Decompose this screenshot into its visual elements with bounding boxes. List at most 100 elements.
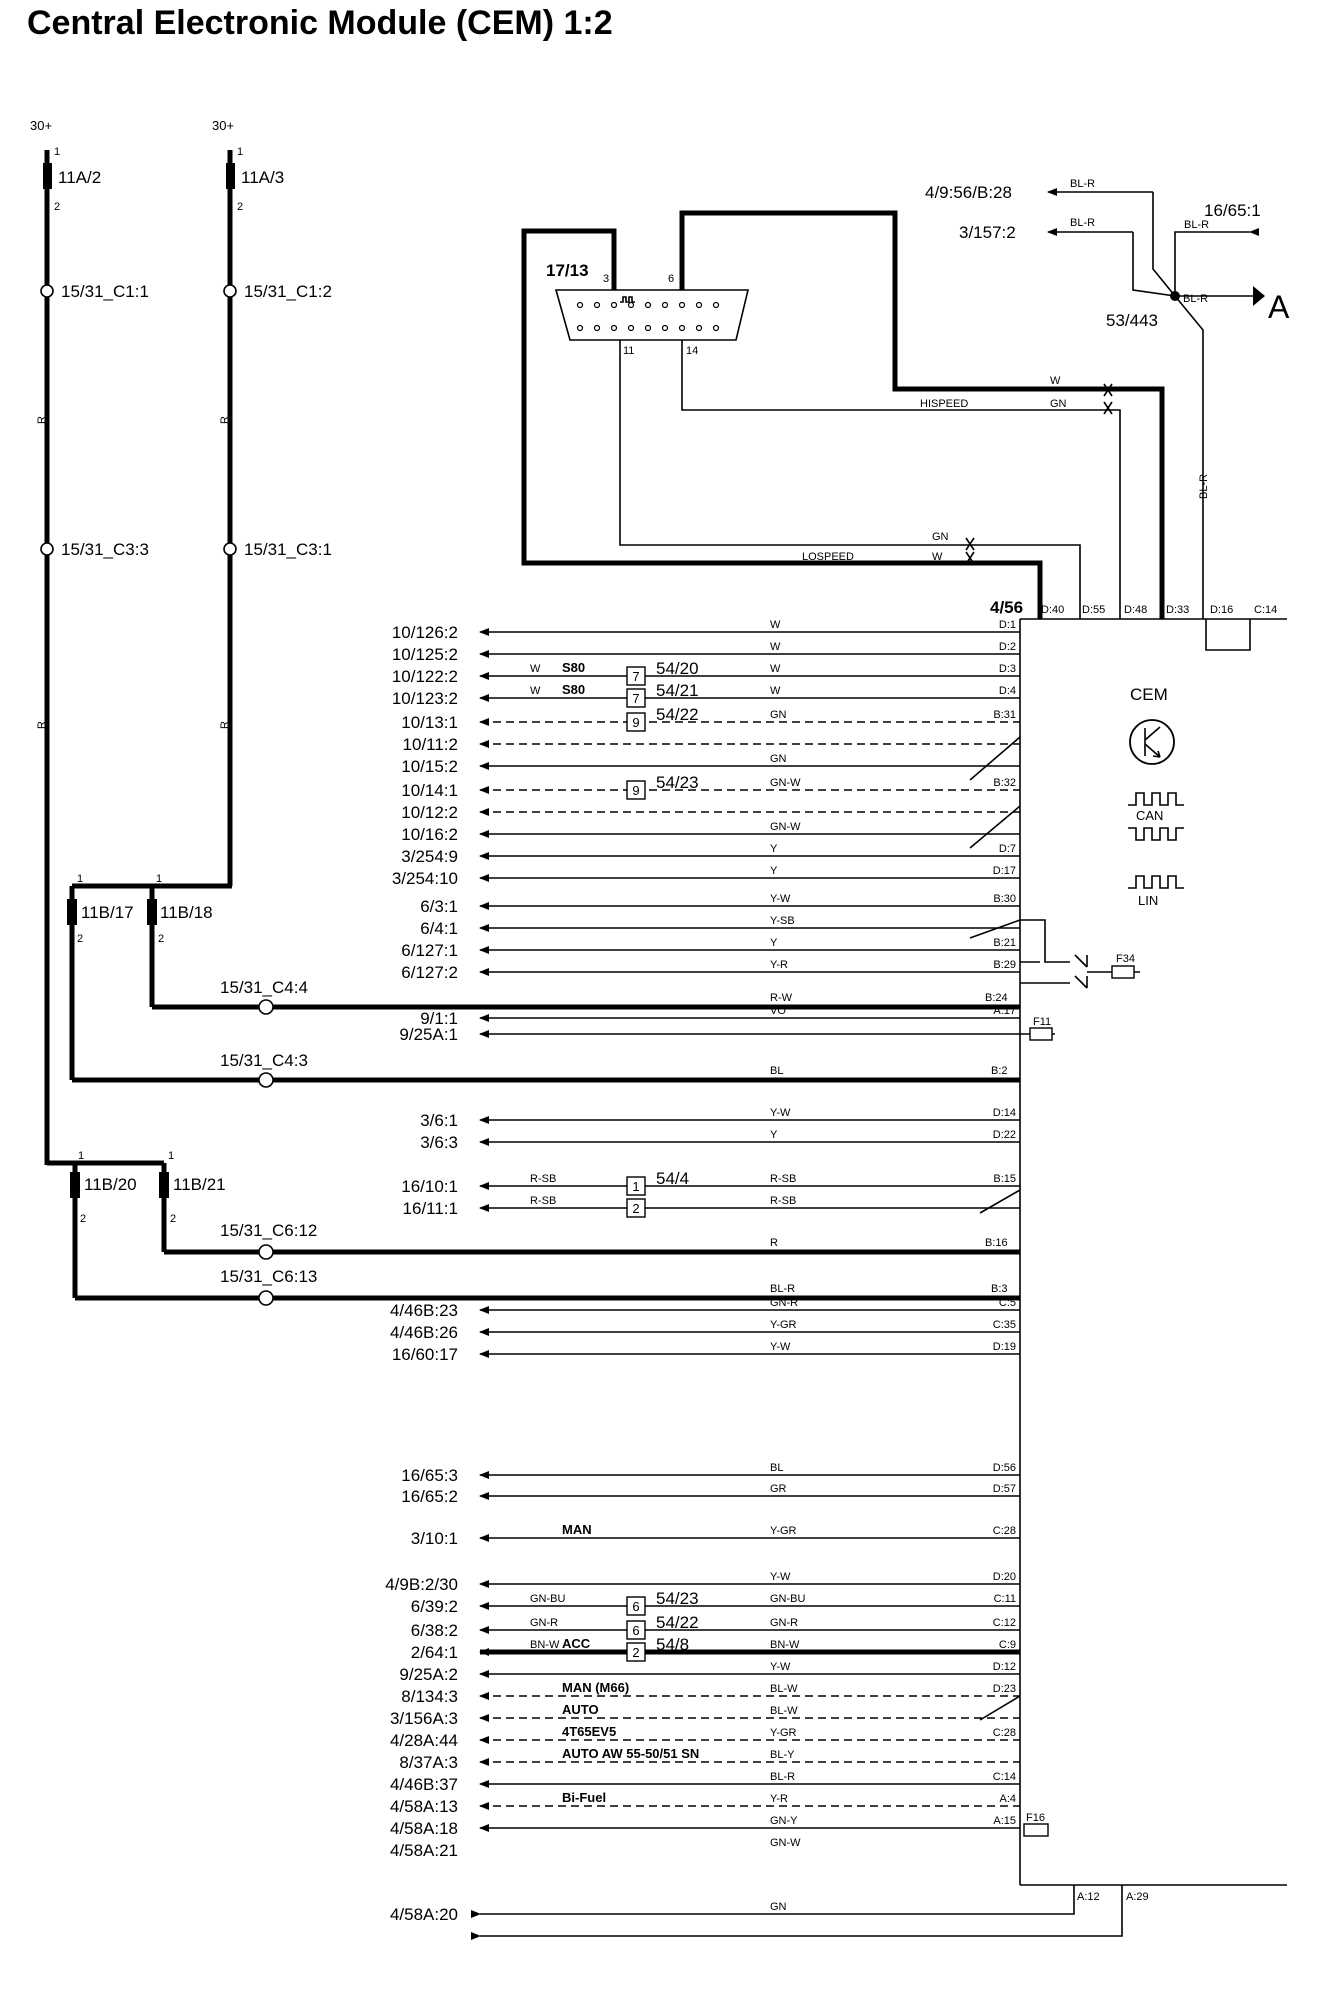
- signal-row: [479, 712, 1020, 732]
- supply-wiring: [43, 150, 1020, 1301]
- inline-connector-pin: 1: [632, 1179, 639, 1194]
- cem-pin: D:19: [993, 1341, 1016, 1353]
- svg-text:2: 2: [77, 933, 83, 945]
- cem-pin: D:56: [993, 1462, 1016, 1474]
- cem-pin: C:12: [993, 1617, 1016, 1629]
- signal-ref: 10/16:2: [401, 825, 458, 844]
- svg-text:1: 1: [77, 873, 83, 885]
- cem-pin: D:20: [993, 1571, 1016, 1583]
- wire-color: Y-W: [770, 1107, 791, 1119]
- pre-wire-color: GN-R: [530, 1617, 558, 1629]
- signal-ref: 16/65:2: [401, 1487, 458, 1506]
- svg-text:R: R: [36, 721, 48, 729]
- wire-color: GN-W: [770, 777, 801, 789]
- pre-wire-color: W: [530, 685, 541, 697]
- inline-connector: [626, 1620, 646, 1640]
- inline-connector: [626, 712, 646, 732]
- svg-text:2: 2: [80, 1213, 86, 1225]
- svg-text:1: 1: [237, 146, 243, 158]
- signal-note: S80: [562, 682, 585, 697]
- svg-text:2: 2: [158, 933, 164, 945]
- wire-color: GN-W: [770, 1837, 801, 1849]
- wire-color: Y-R: [770, 959, 788, 971]
- signal-ref: 9/25A:2: [399, 1665, 458, 1684]
- signal-ref: 10/12:2: [401, 803, 458, 822]
- signal-ref: 10/125:2: [392, 645, 458, 664]
- signal-ref: 3/6:1: [420, 1111, 458, 1130]
- wire-color: GN: [770, 709, 787, 721]
- signal-ref: 6/38:2: [411, 1621, 458, 1640]
- signal-note: Bi-Fuel: [562, 1790, 606, 1805]
- cem-pin: B:30: [993, 893, 1016, 905]
- cem-pin: C:28: [993, 1525, 1016, 1537]
- connector-c3-1: 15/31_C3:1: [244, 540, 332, 559]
- splice-11b-20: 11B/20: [84, 1175, 137, 1194]
- wire-color: GN-Y: [770, 1815, 798, 1827]
- wire-color: R-SB: [770, 1173, 796, 1185]
- svg-text:W: W: [1050, 375, 1061, 387]
- cem-pin: C:11: [994, 1593, 1016, 1605]
- signal-ref: 4/46B:23: [390, 1301, 458, 1320]
- inline-connector-label: 54/23: [656, 1589, 699, 1608]
- wire-color: Y: [770, 937, 778, 949]
- cem-pin: C:14: [993, 1771, 1016, 1783]
- cem-pin: C:9: [999, 1639, 1016, 1651]
- cem-pin: C:28: [993, 1727, 1016, 1739]
- pre-wire-color: BN-W: [530, 1639, 560, 1651]
- signal-ref: 6/127:2: [401, 963, 458, 982]
- signal-ref: 10/14:1: [401, 781, 458, 800]
- signal-note: AUTO AW 55-50/51 SN: [562, 1746, 699, 1761]
- signal-ref: 10/11:2: [403, 735, 458, 754]
- cem-pin: D:14: [993, 1107, 1016, 1119]
- inline-connector-pin: 2: [632, 1201, 639, 1216]
- cem-pin: D:4: [999, 685, 1016, 697]
- cem-pin: D:22: [993, 1129, 1016, 1141]
- svg-text:BL-R: BL-R: [1184, 219, 1209, 231]
- inline-connector-label: 54/8: [656, 1635, 689, 1654]
- wire-color: W: [770, 619, 781, 631]
- svg-text:BL-R: BL-R: [770, 1283, 795, 1295]
- inline-connector: [626, 1198, 646, 1218]
- splice-labels: 1 11B/17 2 1 11B/18 2 1 11B/20 2 1 11B/2…: [77, 873, 226, 1225]
- pre-wire-color: W: [530, 663, 541, 675]
- signal-row: [479, 1198, 1020, 1218]
- signal-ref: 4/9B:2/30: [385, 1575, 458, 1594]
- signal-ref: 8/134:3: [401, 1687, 458, 1706]
- svg-text:A:29: A:29: [1126, 1891, 1149, 1903]
- signal-ref: 10/126:2: [392, 623, 458, 642]
- svg-text:1: 1: [78, 1150, 84, 1162]
- blr-labels: 4/9:56/B:28 3/157:2 16/65:1 BL-R BL-R BL…: [925, 178, 1290, 499]
- connector-c4-3: 15/31_C4:3: [220, 1051, 308, 1070]
- cem-pin: D:23: [993, 1683, 1016, 1695]
- signal-ref: 6/3:1: [420, 897, 458, 916]
- signal-note: MAN (M66): [562, 1680, 629, 1695]
- splice-11b-21: 11B/21: [173, 1175, 226, 1194]
- cem-pin: B:15: [993, 1173, 1016, 1185]
- signal-row: [479, 688, 1020, 708]
- signal-row: [479, 666, 1020, 686]
- svg-text:C:14: C:14: [1254, 604, 1277, 616]
- wire-color: Y-W: [770, 1661, 791, 1673]
- wire-color: GN-BU: [770, 1593, 806, 1605]
- svg-text:BL-R: BL-R: [1198, 474, 1210, 499]
- wire-color: Y: [770, 843, 778, 855]
- splice-53-443: 53/443: [1106, 311, 1158, 330]
- connector-c1-1: 15/31_C1:1: [61, 282, 149, 301]
- arrow-a-label: A: [1268, 289, 1290, 325]
- svg-text:2: 2: [54, 201, 60, 213]
- wire-color: GN: [770, 1901, 787, 1913]
- cem-pin: D:1: [999, 619, 1016, 631]
- svg-text:R: R: [770, 1237, 778, 1249]
- signal-ref: 6/127:1: [401, 941, 458, 960]
- cem-pin: A:4: [999, 1793, 1016, 1805]
- signal-ref: 4/58A:18: [390, 1819, 458, 1838]
- cem-pin: A:17: [993, 1005, 1016, 1017]
- wire-color: Y-GR: [770, 1319, 797, 1331]
- cem-pin: D:2: [999, 641, 1016, 653]
- cem-pin: D:17: [993, 865, 1016, 877]
- wire-color: Y: [770, 1129, 778, 1141]
- wire-color: GN: [770, 753, 787, 765]
- inline-connector-pin: 9: [632, 783, 639, 798]
